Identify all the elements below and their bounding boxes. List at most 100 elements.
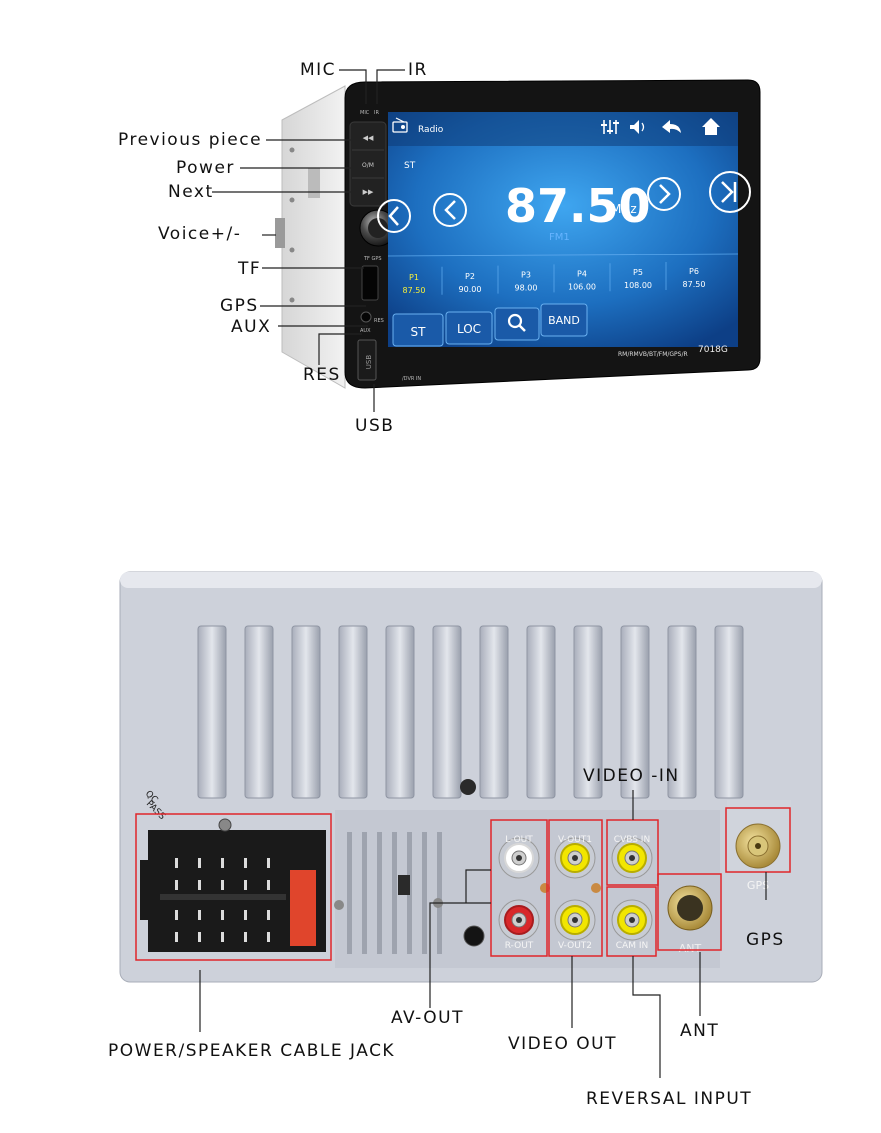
callout-gps-rear: GPS [746,930,785,950]
svg-text:▶▶: ▶▶ [363,188,374,196]
skip-next-icon [721,181,737,203]
model-text: 7018G [698,345,728,355]
chassis-screw [289,247,295,253]
cvbs-in-jack-label: CVBS IN [614,835,650,845]
vent-slot [377,832,382,954]
svg-text:LOC: LOC [457,322,481,336]
r-out-jack-pin [516,917,522,923]
heatsink-fin [338,625,368,799]
skip-prev-button[interactable] [377,199,411,233]
connector-pins [160,858,286,942]
preset-name[interactable]: P2 [465,272,475,281]
callout-voice: Voice+/- [158,224,242,244]
volume-icon[interactable] [630,120,645,134]
small-screw [591,883,601,893]
loc-button[interactable]: LOC [445,311,493,345]
home-icon[interactable] [702,118,720,135]
callout-res: RES [303,365,341,385]
bezel-mic-text: MIC [360,110,370,116]
connector-pin [244,910,247,920]
svg-text:ST: ST [411,325,427,339]
heatsink-fin [479,625,509,799]
callout-gps: GPS [220,296,259,316]
chassis-screw [289,297,295,303]
preset-name[interactable]: P6 [689,267,699,276]
connector-pin [221,910,224,920]
preset-frequency: 87.50 [683,280,706,289]
callout-video-out: VIDEO OUT [508,1034,617,1054]
heatsink-fin [714,625,744,799]
preset-name[interactable]: P1 [409,273,419,282]
vent-slot [422,832,427,954]
connector-screw [218,818,232,832]
connector-pin [244,932,247,942]
preset-list: P187.50P290.00P398.00P4106.00P5108.00P68… [403,262,706,295]
bezel-aux-text: AUX [360,328,371,334]
connector-divider [160,894,286,900]
connector-pin [221,880,224,890]
chassis-screw [289,147,295,153]
svg-text:BAND: BAND [548,314,580,327]
v-out1-jack-label: V-OUT1 [558,835,592,845]
callout-reversal: REVERSAL INPUT [586,1089,753,1109]
connector-pin [267,880,270,890]
seek-prev-button[interactable] [433,193,467,227]
chassis-side [281,85,346,389]
chassis-screw [289,197,295,203]
bezel-usb-text: USB [365,355,373,370]
heatsink-fins [197,625,744,799]
search-icon [507,313,526,332]
preset-name[interactable]: P5 [633,268,643,277]
callout-previous: Previous piece [118,130,263,150]
connector-pin [175,858,178,868]
equalizer-icon[interactable] [601,120,619,134]
button-strip [349,121,387,207]
connector-pin [175,880,178,890]
usb-port[interactable] [357,339,377,381]
connector-pin [198,880,201,890]
chevron-right-icon [659,184,671,204]
st-button[interactable]: ST [392,313,444,347]
skip-prev-icon [388,206,399,226]
frequency-unit: MHz [611,202,637,216]
heatsink-fin [620,625,650,799]
preset-name[interactable]: P4 [577,269,587,278]
aux-jack[interactable] [360,311,372,323]
ant-port-text: ANT [679,942,702,955]
seek-next-button[interactable] [647,177,681,211]
heatsink-fin [667,625,697,799]
v-out2-jack-label: V-OUT2 [558,941,592,951]
connector-pin [198,910,201,920]
fuse [290,870,316,946]
frequency-display: 87.50 [505,179,651,233]
svg-text:◀◀: ◀◀ [363,134,374,142]
callout-tf: TF [238,259,262,279]
bezel-tf-text: TF GPS [363,256,382,262]
back-arrow-icon[interactable] [662,120,681,133]
search-button[interactable] [494,307,540,341]
heatsink-fin [291,625,321,799]
band-name: FM1 [549,232,570,243]
callout-power-speaker: POWER/SPEAKER CABLE JACK [108,1041,396,1061]
heatsink-fin [432,625,462,799]
skip-next-button[interactable] [709,171,751,213]
tf-slot[interactable] [361,265,379,301]
connector-pin [175,910,178,920]
heatsink-fin [197,625,227,799]
bezel-ir-text: IR [374,110,379,116]
connector-pin [244,880,247,890]
vent-slot [347,832,352,954]
callout-ir: IR [408,60,428,80]
black-jack[interactable] [463,925,485,947]
cam-in-jack-label: CAM IN [616,941,648,951]
l-out-jack-label: L-OUT [505,835,533,845]
band-button[interactable]: BAND [540,303,588,337]
vent-slot [392,832,397,954]
bezel-power-text: O/M [362,162,374,169]
small-screw [334,900,344,910]
preset-name[interactable]: P3 [521,271,531,280]
callout-ant: ANT [680,1021,720,1041]
cam-in-jack-pin [629,917,635,923]
